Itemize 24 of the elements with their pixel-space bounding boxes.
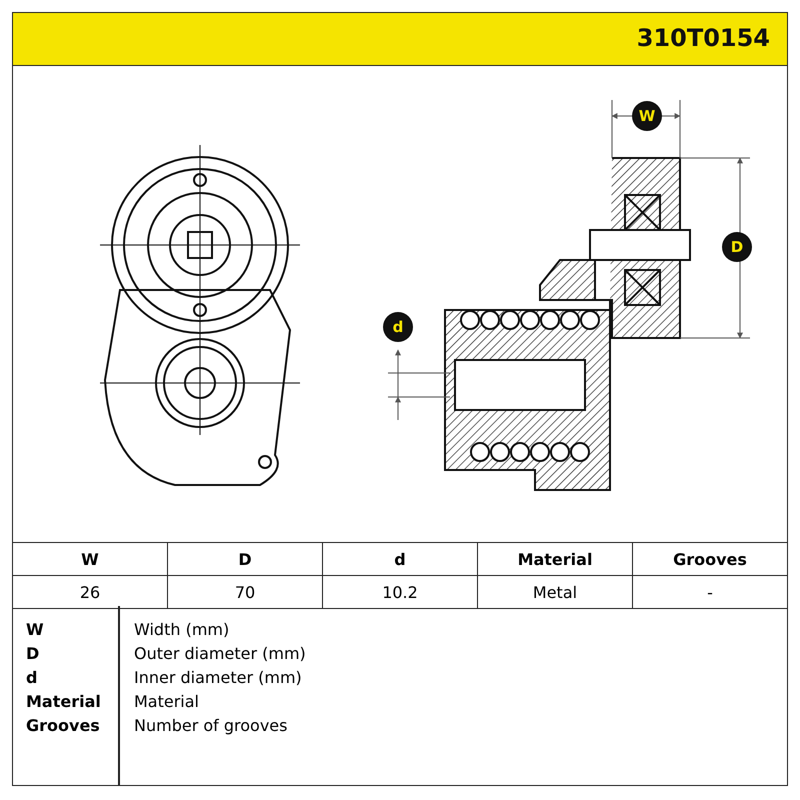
table-cell: - — [632, 576, 788, 608]
key-description: Width (mm) — [134, 620, 230, 639]
key-term: W — [26, 620, 44, 639]
key-description: Material — [134, 692, 199, 711]
column-header: d — [322, 542, 478, 576]
column-header: Grooves — [632, 542, 788, 576]
table-cell: 26 — [12, 576, 168, 608]
column-header: Material — [478, 542, 632, 576]
key-term: d — [26, 668, 38, 687]
key-term: Material — [26, 692, 101, 711]
column-header: W — [12, 542, 168, 576]
dimension-badge: W — [632, 101, 662, 131]
column-header: D — [168, 542, 322, 576]
part-number: 310T0154 — [636, 24, 770, 52]
key-description: Outer diameter (mm) — [134, 644, 306, 663]
table-cell: Metal — [478, 576, 632, 608]
key-description: Number of grooves — [134, 716, 288, 735]
key-description: Inner diameter (mm) — [134, 668, 302, 687]
dimension-badge: D — [722, 232, 752, 262]
key-term: D — [26, 644, 40, 663]
dimension-badge: d — [383, 312, 413, 342]
key-term: Grooves — [26, 716, 100, 735]
table-cell: 70 — [168, 576, 322, 608]
table-cell: 10.2 — [322, 576, 478, 608]
